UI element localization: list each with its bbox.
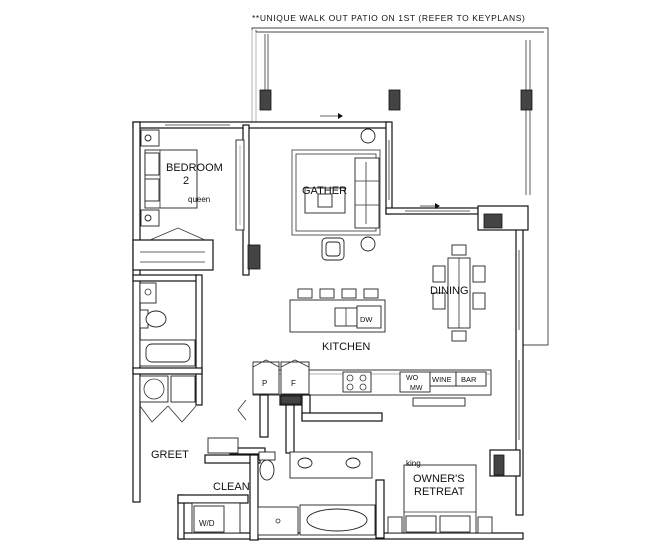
bar-label: BAR bbox=[461, 375, 477, 384]
dishwasher-label: DW bbox=[360, 315, 373, 324]
bar-stools bbox=[297, 288, 379, 299]
side-table-bottom bbox=[360, 236, 376, 252]
bath-partition bbox=[375, 479, 385, 539]
kitchen-island bbox=[289, 299, 386, 333]
bedroom2-label-line1: BEDROOM bbox=[166, 162, 223, 174]
main-bath bbox=[132, 274, 203, 406]
patio-outline bbox=[251, 27, 549, 346]
wall-oven-label: WO bbox=[406, 375, 419, 382]
side-table-top bbox=[360, 128, 376, 144]
clean-label: CLEAN bbox=[213, 481, 250, 493]
greet-label: GREET bbox=[151, 449, 189, 461]
bedroom2-label-line2: 2 bbox=[183, 175, 189, 187]
owners-retreat-label-line2: RETREAT bbox=[414, 486, 465, 498]
gather-label: GATHER bbox=[302, 185, 347, 197]
kitchen-counter bbox=[252, 359, 492, 407]
fridge-label: F bbox=[291, 379, 296, 388]
owners-shower bbox=[257, 506, 299, 536]
wine-label: WINE bbox=[432, 375, 452, 384]
owners-toilet bbox=[258, 451, 276, 481]
clean-room bbox=[191, 437, 241, 534]
dining-chairs bbox=[432, 244, 486, 342]
right-column-post bbox=[493, 454, 505, 476]
nightstand-right bbox=[477, 516, 493, 534]
owners-retreat-label-line1: OWNER'S bbox=[413, 473, 465, 485]
nightstand-left bbox=[387, 516, 403, 534]
lamp-icon bbox=[144, 214, 152, 222]
patio-note: **UNIQUE WALK OUT PATIO ON 1ST (REFER TO… bbox=[252, 13, 525, 23]
door-arrow-top bbox=[320, 113, 343, 119]
bedroom2-queen-bed bbox=[144, 149, 198, 209]
pantry-label: P bbox=[262, 379, 267, 388]
door-arrow-right bbox=[420, 203, 440, 209]
washer-dryer-label: W/D bbox=[199, 519, 215, 528]
lamp-icon bbox=[144, 134, 152, 142]
bedroom2-bed-label: queen bbox=[188, 195, 210, 204]
owners-bed-label: king bbox=[406, 459, 421, 468]
kitchen-label: KITCHEN bbox=[322, 341, 370, 353]
patio-column-middle bbox=[388, 89, 401, 111]
laundry-closet bbox=[139, 375, 197, 423]
corner-column-post bbox=[483, 213, 503, 229]
dining-label: DINING bbox=[430, 285, 469, 297]
patio-column-right bbox=[520, 89, 533, 111]
owners-king-bed bbox=[403, 464, 477, 534]
owners-bath-vanity bbox=[289, 451, 373, 479]
owners-bathtub bbox=[299, 504, 376, 536]
armchair bbox=[321, 237, 345, 261]
exterior-walls bbox=[132, 121, 524, 540]
microwave-label: MW bbox=[410, 385, 423, 392]
gather-sofa bbox=[354, 157, 380, 229]
coffee-table bbox=[304, 187, 346, 214]
patio-column-left bbox=[259, 89, 272, 111]
dining-table bbox=[447, 257, 471, 329]
bedroom2-walls bbox=[132, 124, 261, 276]
